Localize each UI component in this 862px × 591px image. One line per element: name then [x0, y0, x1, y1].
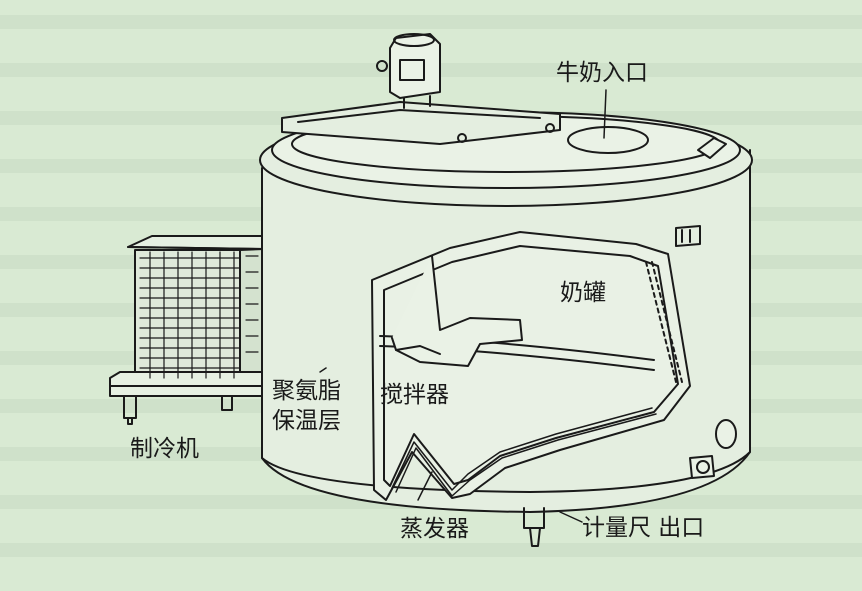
condenser-fins — [139, 251, 259, 379]
tank-cutaway — [371, 231, 691, 501]
label-evaporator: 蒸发器 — [400, 516, 469, 542]
label-gauge-and-outlet: 计量尺 出口 — [582, 515, 704, 541]
label-milk-tank: 奶罐 — [560, 280, 606, 306]
agitator-motor — [281, 33, 561, 145]
label-agitator: 搅拌器 — [380, 382, 449, 408]
label-insulation-line1: 聚氨脂 — [272, 378, 341, 404]
leader-lines — [319, 89, 607, 523]
evaporator-coil — [391, 407, 657, 497]
label-refrigerator: 制冷机 — [130, 436, 199, 462]
refrigeration-unit — [109, 235, 273, 425]
label-insulation-line2: 保温层 — [272, 408, 341, 434]
label-milk-inlet: 牛奶入口 — [556, 60, 648, 86]
milk-inlet-cover — [567, 126, 649, 154]
labels: 牛奶入口 奶罐 搅拌器 聚氨脂 保温层 制冷机 蒸发器 计量尺 出口 — [130, 60, 704, 542]
